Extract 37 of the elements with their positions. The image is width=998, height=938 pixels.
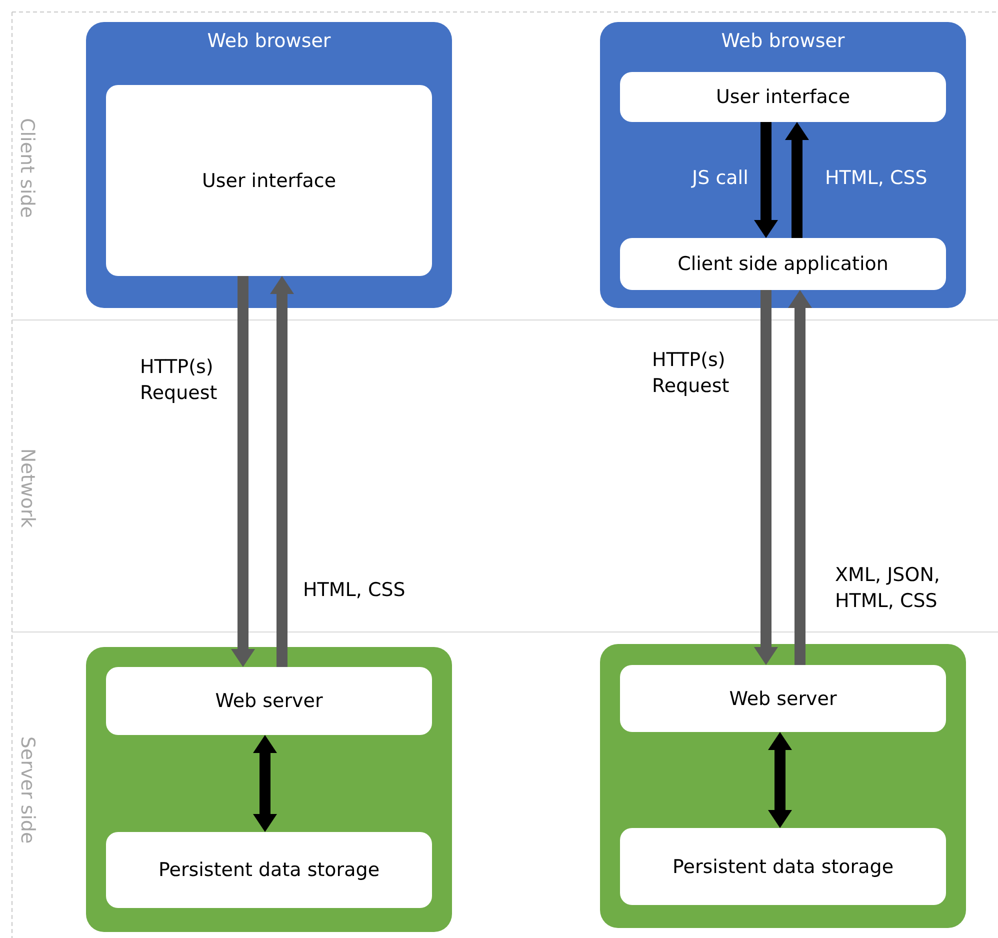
edge-label: HTML, CSS <box>303 578 406 603</box>
panel-title: Web browser <box>720 30 846 52</box>
component-box <box>620 828 946 905</box>
component-box <box>620 72 946 122</box>
component-box <box>620 238 946 290</box>
box-label: Client side application <box>676 253 890 275</box>
server-panel <box>600 644 966 928</box>
box-label: Web server <box>728 688 838 710</box>
arrow <box>785 122 809 238</box>
edge-label: JS call <box>692 166 748 191</box>
band-label: Server side <box>16 736 38 844</box>
arrow <box>754 290 778 665</box>
component-box <box>620 665 946 732</box>
edge-label: HTML, CSS <box>825 166 928 191</box>
arrow <box>231 276 255 667</box>
component-box <box>106 667 432 735</box>
arrow <box>754 122 778 238</box>
edge-label: HTTP(s) Request <box>140 355 218 406</box>
arrow <box>253 735 277 832</box>
box-label: Web server <box>214 690 324 712</box>
panel-title: Web browser <box>206 30 332 52</box>
box-label: User interface <box>714 86 852 108</box>
browser-panel <box>86 22 452 308</box>
component-box <box>106 832 432 908</box>
band-label: Network <box>16 448 38 528</box>
server-panel <box>86 647 452 932</box>
edge-label: XML, JSON, HTML, CSS <box>835 563 941 614</box>
browser-panel <box>600 22 966 308</box>
arrow <box>788 290 812 665</box>
band-label: Client side <box>16 118 38 218</box>
box-label: Persistent data storage <box>671 856 895 878</box>
arrow <box>768 732 792 828</box>
box-label: User interface <box>200 170 338 192</box>
component-box <box>106 85 432 276</box>
edge-label: HTTP(s) Request <box>652 348 730 399</box>
box-label: Persistent data storage <box>157 859 381 881</box>
arrow <box>270 276 294 667</box>
